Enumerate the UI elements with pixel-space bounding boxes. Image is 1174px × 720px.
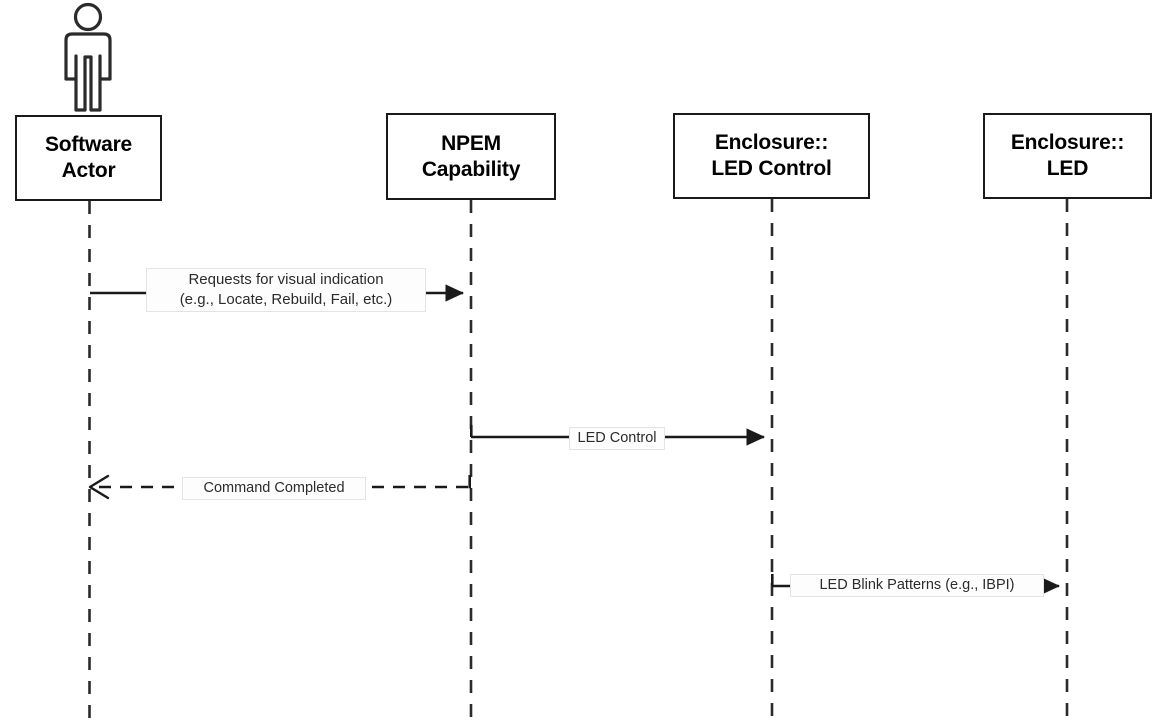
- message-label-line1: LED Blink Patterns (e.g., IBPI): [819, 577, 1015, 593]
- stick-figure-actor-icon: [64, 2, 112, 112]
- message-label-led-control: LED Control: [569, 427, 665, 450]
- message-label-line1: Command Completed: [203, 480, 345, 496]
- message-label-line1: LED Control: [577, 430, 657, 446]
- lifeline-label-line2: LED: [1046, 157, 1089, 180]
- lifeline-header-enclosure-led-control[interactable]: Enclosure:: LED Control: [673, 113, 870, 199]
- message-label-led-blink-patterns: LED Blink Patterns (e.g., IBPI): [790, 574, 1044, 597]
- message-label-command-completed: Command Completed: [182, 477, 366, 500]
- message-arrow-command-completed: [88, 474, 472, 500]
- message-label-requests-for-visual-indication: Requests for visual indication (e.g., Lo…: [146, 268, 426, 312]
- lifeline-header-enclosure-led[interactable]: Enclosure:: LED: [983, 113, 1152, 199]
- lifeline-label-line2: LED Control: [711, 157, 832, 180]
- lifeline-label-line2: Capability: [421, 157, 521, 181]
- lifeline-label-line1: NPEM: [441, 131, 501, 155]
- message-label-line2: (e.g., Locate, Rebuild, Fail, etc.): [179, 290, 393, 308]
- lifeline-dashes: [88, 199, 1069, 720]
- message-label-line1: Requests for visual indication: [188, 271, 384, 288]
- lifeline-header-npem-capability[interactable]: NPEM Capability: [386, 113, 556, 200]
- lifeline-label-line2: Actor: [61, 159, 116, 182]
- lifeline-label-line1: Software: [44, 133, 133, 157]
- lifeline-header-software-actor[interactable]: Software Actor: [15, 115, 162, 201]
- lifeline-label-line1: Enclosure::: [1010, 131, 1125, 155]
- lifeline-label-line1: Enclosure::: [714, 131, 829, 155]
